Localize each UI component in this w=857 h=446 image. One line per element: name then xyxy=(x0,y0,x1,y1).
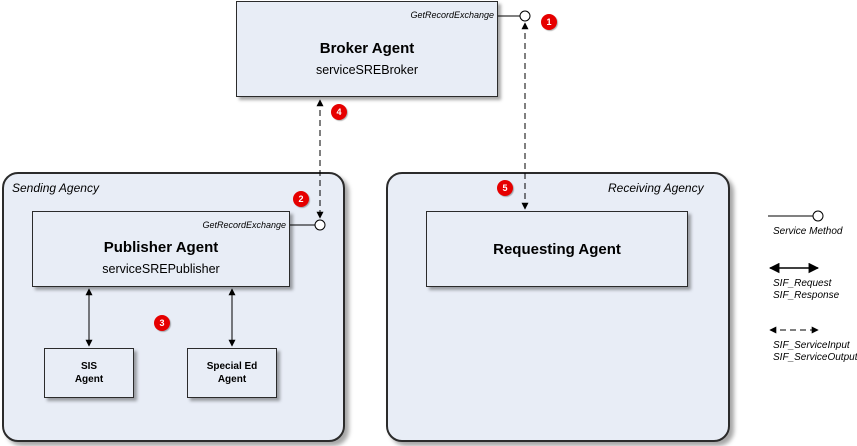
step-badge-1: 1 xyxy=(541,14,557,30)
legend-service-io-label: SIF_ServiceInput SIF_ServiceOutput xyxy=(773,340,857,364)
legend-service-io-line2: SIF_ServiceOutput xyxy=(773,352,857,363)
step-badge-3: 3 xyxy=(154,315,170,331)
legend-request-line2: SIF_Response xyxy=(773,290,840,301)
requesting-agent-box[interactable]: Requesting Agent xyxy=(426,211,688,287)
publisher-agent-title: Publisher Agent xyxy=(103,239,219,256)
special-ed-agent-box[interactable]: Special Ed Agent xyxy=(187,348,277,398)
publisher-agent-service: serviceSREPublisher xyxy=(102,262,220,276)
publisher-service-method-socket-icon xyxy=(314,219,326,231)
receiving-agency-label: Receiving Agency xyxy=(608,181,704,195)
special-ed-agent-line2: Agent xyxy=(217,374,247,385)
legend-service-method-socket-icon xyxy=(812,210,824,222)
broker-agent-box[interactable]: GetRecordExchange Broker Agent serviceSR… xyxy=(236,1,498,97)
step-badge-2: 2 xyxy=(293,191,309,207)
sis-agent-line1: SIS xyxy=(80,361,98,372)
broker-method-label: GetRecordExchange xyxy=(410,10,494,20)
publisher-agent-box[interactable]: GetRecordExchange Publisher Agent servic… xyxy=(32,211,290,287)
broker-service-method-socket-icon xyxy=(519,10,531,22)
special-ed-agent-line1: Special Ed xyxy=(206,361,258,372)
legend-service-method-label: Service Method xyxy=(773,226,843,237)
sis-agent-box[interactable]: SIS Agent xyxy=(44,348,134,398)
sis-agent-line2: Agent xyxy=(74,374,104,385)
step-badge-4: 4 xyxy=(331,104,347,120)
broker-agent-service: serviceSREBroker xyxy=(315,63,419,77)
sending-agency-label: Sending Agency xyxy=(12,181,99,195)
legend-request-label: SIF_Request SIF_Response xyxy=(773,278,839,302)
legend-request-line1: SIF_Request xyxy=(773,278,832,289)
broker-agent-title: Broker Agent xyxy=(319,40,415,57)
legend-service-io-line1: SIF_ServiceInput xyxy=(773,340,850,351)
publisher-method-label: GetRecordExchange xyxy=(202,220,286,230)
requesting-agent-title: Requesting Agent xyxy=(493,241,621,258)
step-badge-5: 5 xyxy=(497,180,513,196)
